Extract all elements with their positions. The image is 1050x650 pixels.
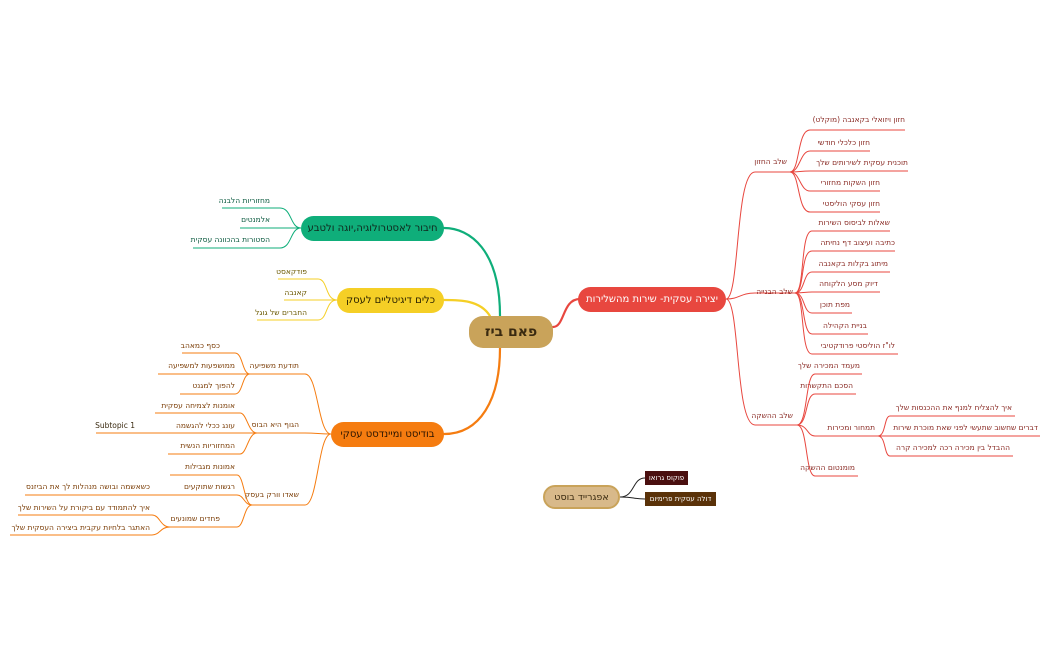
shadow-subitem[interactable]: האתגר בלחיות עקבית ביצירה העסקית שלך: [11, 523, 150, 532]
group-build[interactable]: שלב הבנייה: [756, 287, 793, 296]
subtopic-label[interactable]: Subtopic 1: [95, 421, 135, 430]
digital-item[interactable]: החברים של גוגל: [255, 308, 307, 317]
central-topic[interactable]: פאם ביז: [469, 316, 553, 348]
build-item[interactable]: בניית הקהילה: [823, 321, 867, 330]
floating-topic[interactable]: אפגרייד בוסט: [543, 485, 620, 509]
build-item[interactable]: מפת תוכן: [819, 300, 850, 309]
launch-item[interactable]: מומנטום ההשקה: [800, 463, 855, 472]
body-item[interactable]: עונג ככלי להגשמה: [175, 421, 235, 430]
influence-item[interactable]: ממושפעות למשפיעה: [168, 361, 235, 370]
shadow-subitem[interactable]: איך להתמודד עם ביקורת על השירות שלך: [17, 503, 150, 512]
pricing-subitem[interactable]: ההבדל בין מכירה רכה למכירה קרה: [895, 443, 1010, 452]
pricing-subitem[interactable]: דברים שחשוב שתעשי לפני שאת מוכרת שירות: [893, 423, 1038, 432]
shadow-item[interactable]: אמונות מגבילות: [185, 462, 235, 471]
vision-item[interactable]: חזון עסקי הוליסטי: [822, 199, 880, 208]
influence-item[interactable]: כסף כמאהב: [180, 341, 220, 350]
build-item[interactable]: שאלות לביסוס השירות: [818, 218, 890, 227]
astro-item[interactable]: הסטורות בהכוונה עסקית: [190, 235, 270, 244]
topic-services[interactable]: יצירה עסקית- שירות מהשלירות: [578, 287, 726, 312]
build-item[interactable]: לו"ז הוליסטי פרודקטיבי: [820, 341, 895, 350]
floating-tag-focus[interactable]: פוקוס גרואו: [645, 471, 688, 485]
floating-tag-doula[interactable]: דולה עסקית פרימיום: [645, 492, 716, 506]
launch-item[interactable]: תמחור ומכירות: [827, 423, 875, 432]
pricing-subitem[interactable]: איך להצליח למנף את ההכנסות שלך: [895, 403, 1012, 412]
astro-item[interactable]: מחזוריות הלבנה: [218, 196, 270, 205]
topic-mindset[interactable]: בודיסט ומיינדסט עסקי: [331, 422, 444, 447]
shadow-item[interactable]: פחדים שמונעים: [170, 514, 220, 523]
group-launch[interactable]: שלב ההשקה: [751, 411, 793, 420]
astro-item[interactable]: אלמנטים: [241, 215, 270, 224]
launch-item[interactable]: הסכם התקשרות: [800, 381, 853, 390]
topic-mindset-label: בודיסט ומיינדסט עסקי: [340, 429, 435, 440]
build-item[interactable]: מיתוג בקלות בקאנבה: [818, 259, 888, 268]
vision-item[interactable]: תוכנית עסקית לשירותים שלך: [816, 158, 908, 167]
digital-item[interactable]: פודקאסט: [276, 267, 307, 276]
topic-services-label: יצירה עסקית- שירות מהשלירות: [586, 294, 718, 305]
shadow-subitem[interactable]: כשאשמה ובושה מנהלות לך את הביזנס: [25, 482, 150, 491]
build-item[interactable]: דיוק מסע הלקוחה: [819, 279, 878, 288]
vision-item[interactable]: חזון כלכלי חודשי: [817, 138, 870, 147]
topic-astro[interactable]: חיבור לאסטרולוגיה,יוגה ולטבע: [301, 216, 444, 241]
vision-item[interactable]: חזון ויזואלי בקאנבה (מוקלט): [812, 115, 905, 124]
body-item[interactable]: המחזוריות הנשית: [180, 441, 235, 450]
floating-topic-label: אפגרייד בוסט: [554, 491, 609, 503]
group-shadow[interactable]: שאדו וורק בעסק: [244, 490, 299, 499]
group-vision[interactable]: שלב החזון: [754, 157, 787, 166]
topic-digital[interactable]: כלים דיגיטליים לעסק: [337, 288, 444, 313]
vision-item[interactable]: חזון השקות מחזורי: [820, 178, 880, 187]
influence-item[interactable]: להפוך למגנט: [192, 381, 235, 390]
group-influence[interactable]: תודעת משפיעה: [249, 361, 299, 370]
launch-item[interactable]: מעמד המכירה שלך: [797, 361, 860, 370]
digital-item[interactable]: קאנבה: [284, 288, 307, 297]
central-topic-label: פאם ביז: [484, 324, 538, 340]
group-body[interactable]: הגוף היא הבוס: [251, 420, 299, 429]
build-item[interactable]: כתיבה ועיצוב דף נחיתה: [820, 238, 895, 247]
topic-digital-label: כלים דיגיטליים לעסק: [345, 295, 436, 306]
shadow-item[interactable]: רגשות שתוקעים: [184, 482, 235, 491]
topic-astro-label: חיבור לאסטרולוגיה,יוגה ולטבע: [307, 223, 438, 234]
body-item[interactable]: אומנות לצמיחה עסקית: [161, 401, 235, 410]
